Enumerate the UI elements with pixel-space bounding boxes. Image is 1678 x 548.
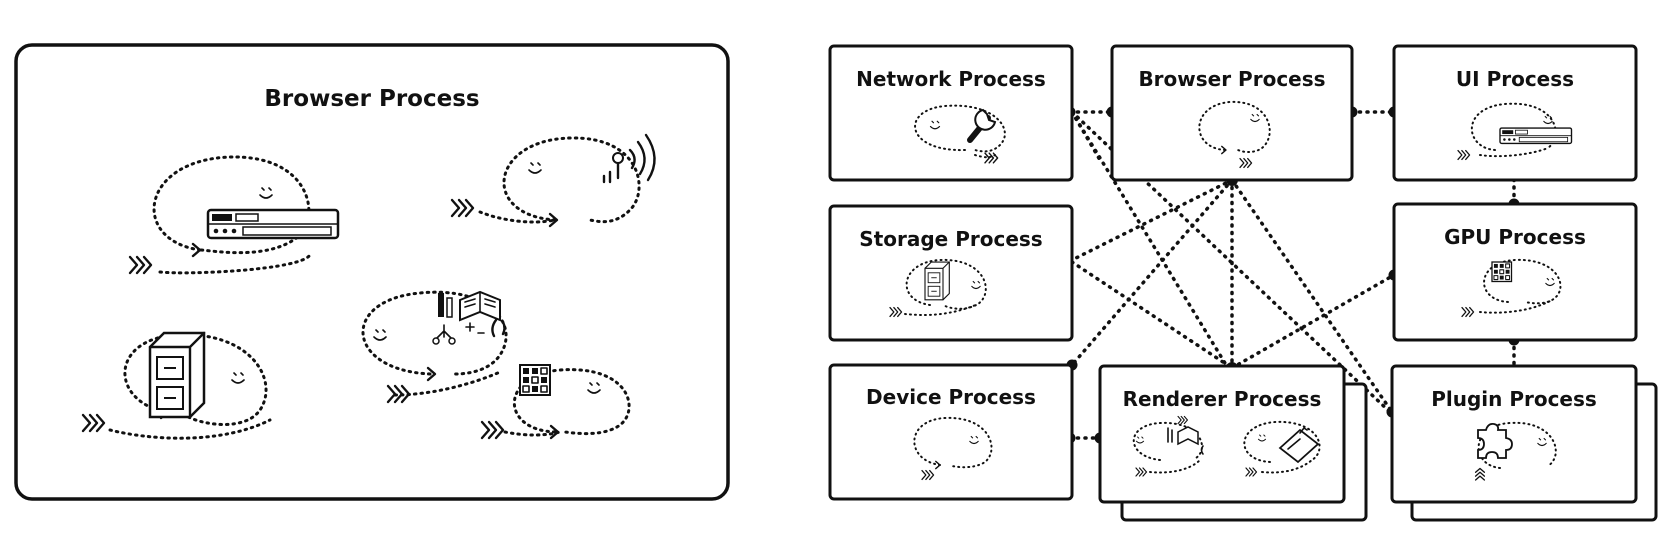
right-process-model-panel: Network Process Browser Process UI Proce…	[828, 44, 1658, 522]
ui-process-node: UI Process	[1392, 44, 1638, 182]
antenna-icon	[602, 133, 656, 184]
book-tools-icon	[432, 290, 506, 345]
storage-process-node: Storage Process	[828, 204, 1074, 342]
network-thread-sketch	[450, 133, 656, 228]
plugin-process-node: Plugin Process	[1390, 364, 1658, 522]
ui-thread-sketch	[128, 155, 340, 275]
ui-process-label: UI Process	[1456, 67, 1574, 91]
storage-process-label: Storage Process	[859, 227, 1042, 251]
renderer-process-node: Renderer Process	[1098, 364, 1368, 522]
storage-thread-sketch	[81, 331, 272, 440]
left-browser-process-panel: Browser Process	[14, 43, 730, 501]
process-connectors	[1068, 110, 1516, 440]
renderer-toolbar-icon	[1278, 427, 1320, 464]
renderer-main-thread-sketch	[361, 290, 508, 404]
raster-thread-sketch	[480, 364, 631, 440]
wrench-icon	[967, 108, 997, 143]
renderer-book-icon	[1167, 426, 1204, 455]
gpu-process-node: GPU Process	[1392, 202, 1638, 342]
gpu-process-label: GPU Process	[1444, 225, 1586, 249]
network-process-label: Network Process	[856, 67, 1046, 91]
network-process-node: Network Process	[828, 44, 1074, 182]
renderer-process-label: Renderer Process	[1123, 387, 1322, 411]
storage-drive-icon	[148, 331, 206, 419]
left-panel-frame	[14, 43, 730, 501]
device-process-node: Device Process	[828, 363, 1074, 501]
browser-process-node: Browser Process	[1110, 44, 1354, 182]
grid-chip-icon	[519, 364, 551, 396]
puzzle-icon	[1477, 422, 1513, 459]
device-process-label: Device Process	[866, 385, 1036, 409]
plugin-process-label: Plugin Process	[1431, 387, 1597, 411]
browser-process-label: Browser Process	[1138, 67, 1325, 91]
browser-toolbar-icon	[206, 208, 340, 240]
left-panel-title: Browser Process	[264, 86, 479, 112]
